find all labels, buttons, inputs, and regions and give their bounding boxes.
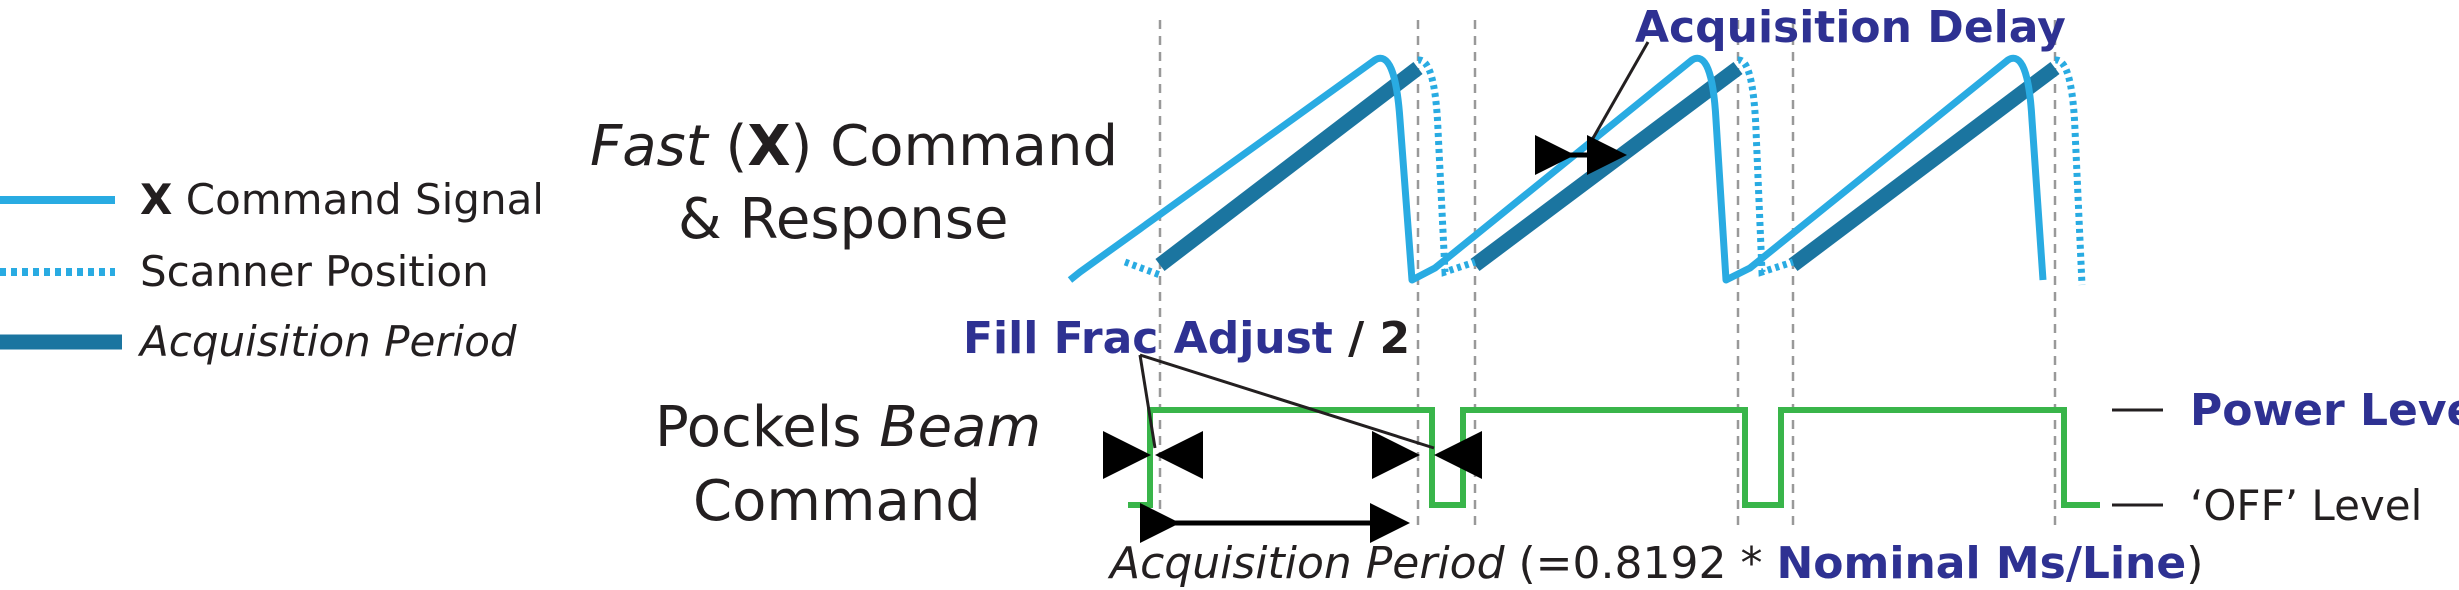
acq-delay-label: Acquisition Delay <box>1635 2 2066 53</box>
acquisition-segment <box>1788 62 2060 271</box>
fast-response-title: & Response <box>678 187 1008 252</box>
off-level-label: ‘OFF’ Level <box>2190 481 2422 530</box>
beam-command-signal <box>1128 407 2100 508</box>
acquisition-periods <box>1155 61 2060 272</box>
pockels-command-title: Command <box>693 469 981 534</box>
acq-period-formula: Acquisition Period (=0.8192 * Nominal Ms… <box>1107 538 2203 589</box>
legend: X Command Signal Scanner Position Acquis… <box>0 175 544 366</box>
fast-command-title: Fast (X) Command <box>590 114 1118 179</box>
scanner-position <box>1123 56 2086 286</box>
pockels-title: Pockels Beam <box>655 395 1041 460</box>
power-level-label: Power Level <box>2190 385 2459 436</box>
acq-delay-leader <box>1590 41 1650 141</box>
x-command-signal <box>1067 54 2047 284</box>
legend-acquisition-label: Acquisition Period <box>137 317 517 366</box>
fill-frac-label: Fill Frac Adjust / 2 <box>963 313 1410 364</box>
legend-position-label: Scanner Position <box>140 247 489 296</box>
fill-frac-leader-right <box>1139 353 1435 450</box>
acquisition-segment <box>1470 61 1743 272</box>
acquisition-segment <box>1155 62 1423 271</box>
fill-frac-leader-left <box>1138 354 1157 449</box>
legend-command-label: X Command Signal <box>140 175 544 224</box>
guide-lines <box>1158 20 2057 525</box>
